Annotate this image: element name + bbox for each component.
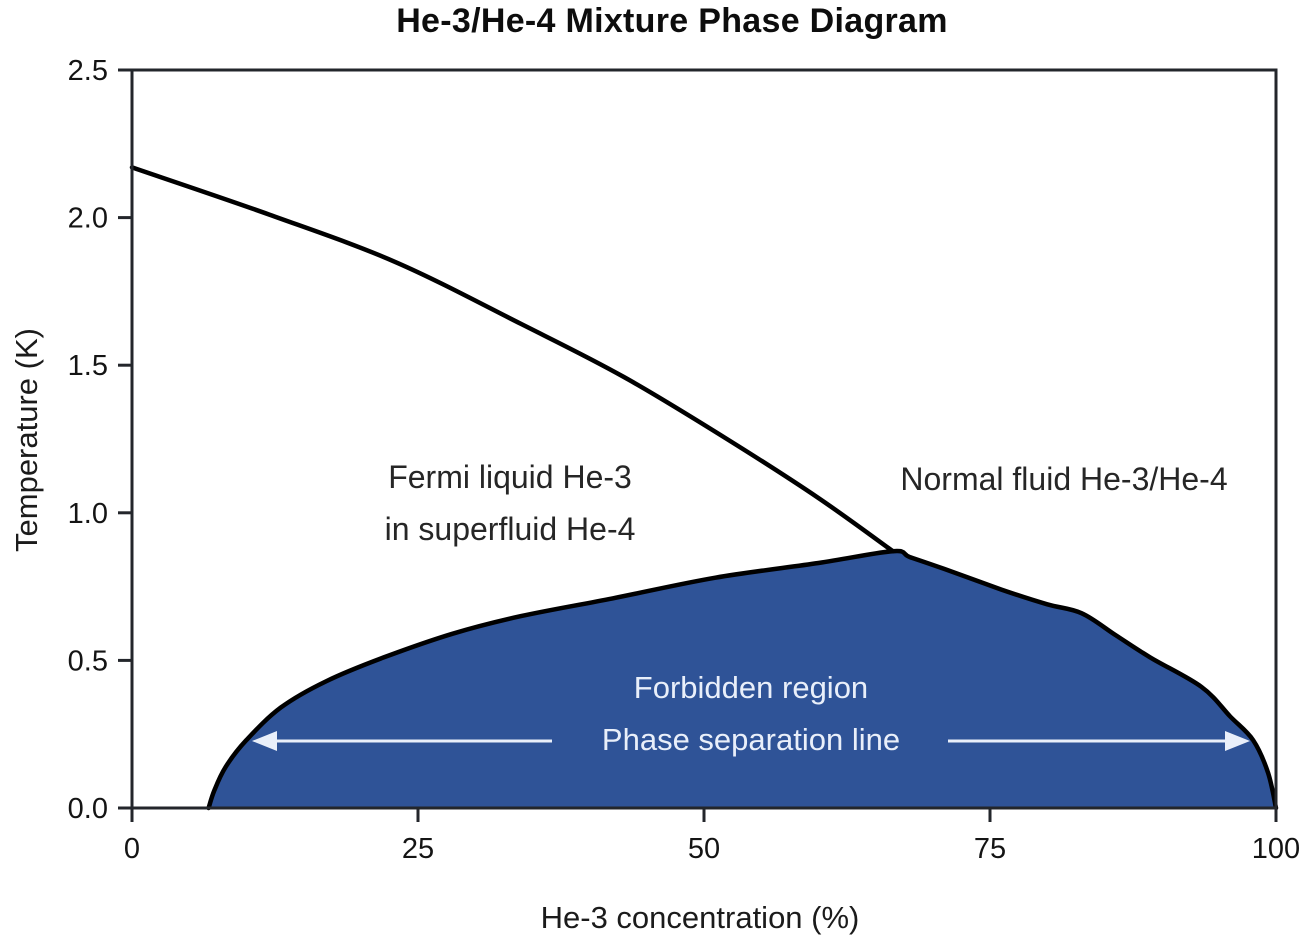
x-tick-label: 25 <box>402 833 434 865</box>
lambda-line <box>129 165 896 554</box>
arrow-head-left <box>252 731 277 751</box>
phase-separation-label: Phase separation line <box>602 722 900 757</box>
forbidden-region-fill-layer <box>208 551 1277 808</box>
normal-fluid-label: Normal fluid He-3/He-4 <box>900 461 1227 497</box>
x-tick-label: 75 <box>974 833 1006 865</box>
x-tick-label: 50 <box>688 833 720 865</box>
y-axis-title: Temperature (K) <box>9 328 44 552</box>
y-tick-label: 1.5 <box>68 350 108 382</box>
phase-boundary-curves-layer <box>129 165 1279 811</box>
fermi-liquid-label-line1: Fermi liquid He-3 <box>388 459 632 495</box>
phase-separation-line <box>206 548 1279 811</box>
region-labels-layer: Fermi liquid He-3 in superfluid He-4 Norma… <box>385 459 1228 757</box>
x-tick-label: 0 <box>124 833 140 865</box>
y-tick-label: 2.0 <box>68 203 108 235</box>
axes-layer: 0 25 50 75 100 0.0 0.5 1.0 1.5 2.0 2.5 <box>68 55 1300 865</box>
y-tick-label: 0.0 <box>68 793 108 825</box>
forbidden-region <box>208 551 1277 808</box>
x-tick-label: 100 <box>1252 833 1300 865</box>
forbidden-region-label: Forbidden region <box>634 670 868 705</box>
y-tick-label: 1.0 <box>68 498 108 530</box>
chart-title: He-3/He-4 Mixture Phase Diagram <box>396 2 948 40</box>
x-axis-title: He-3 concentration (%) <box>540 900 860 935</box>
fermi-liquid-label-line2: in superfluid He-4 <box>385 511 636 547</box>
y-tick-label: 2.5 <box>68 55 108 87</box>
arrow-head-right <box>1225 731 1250 751</box>
y-tick-label: 0.5 <box>68 645 108 677</box>
phase-separation-arrows-layer <box>252 731 1250 751</box>
